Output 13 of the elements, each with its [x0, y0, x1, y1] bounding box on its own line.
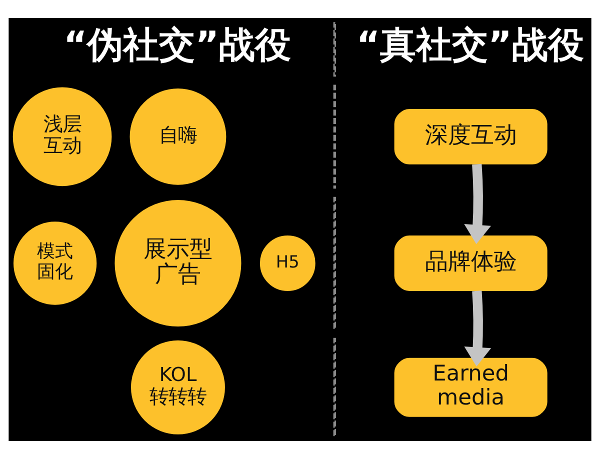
arrow: [464, 290, 492, 366]
node-box: 深度互动: [394, 108, 548, 164]
arrow: [464, 164, 492, 244]
node-box: 品牌体验: [394, 236, 548, 291]
node-circle: 展示型广告: [114, 200, 242, 327]
node-circle: H5: [260, 236, 316, 291]
node-circle: 浅层互动: [12, 87, 112, 186]
node-box: Earned media: [394, 358, 548, 417]
node-circle: KOL转转转: [130, 340, 225, 434]
node-circle: 自嗨: [130, 88, 226, 185]
node-circle: 模式固化: [13, 222, 97, 305]
label: “真社交”战役: [356, 23, 584, 66]
label: “伪社交”战役: [63, 23, 292, 66]
